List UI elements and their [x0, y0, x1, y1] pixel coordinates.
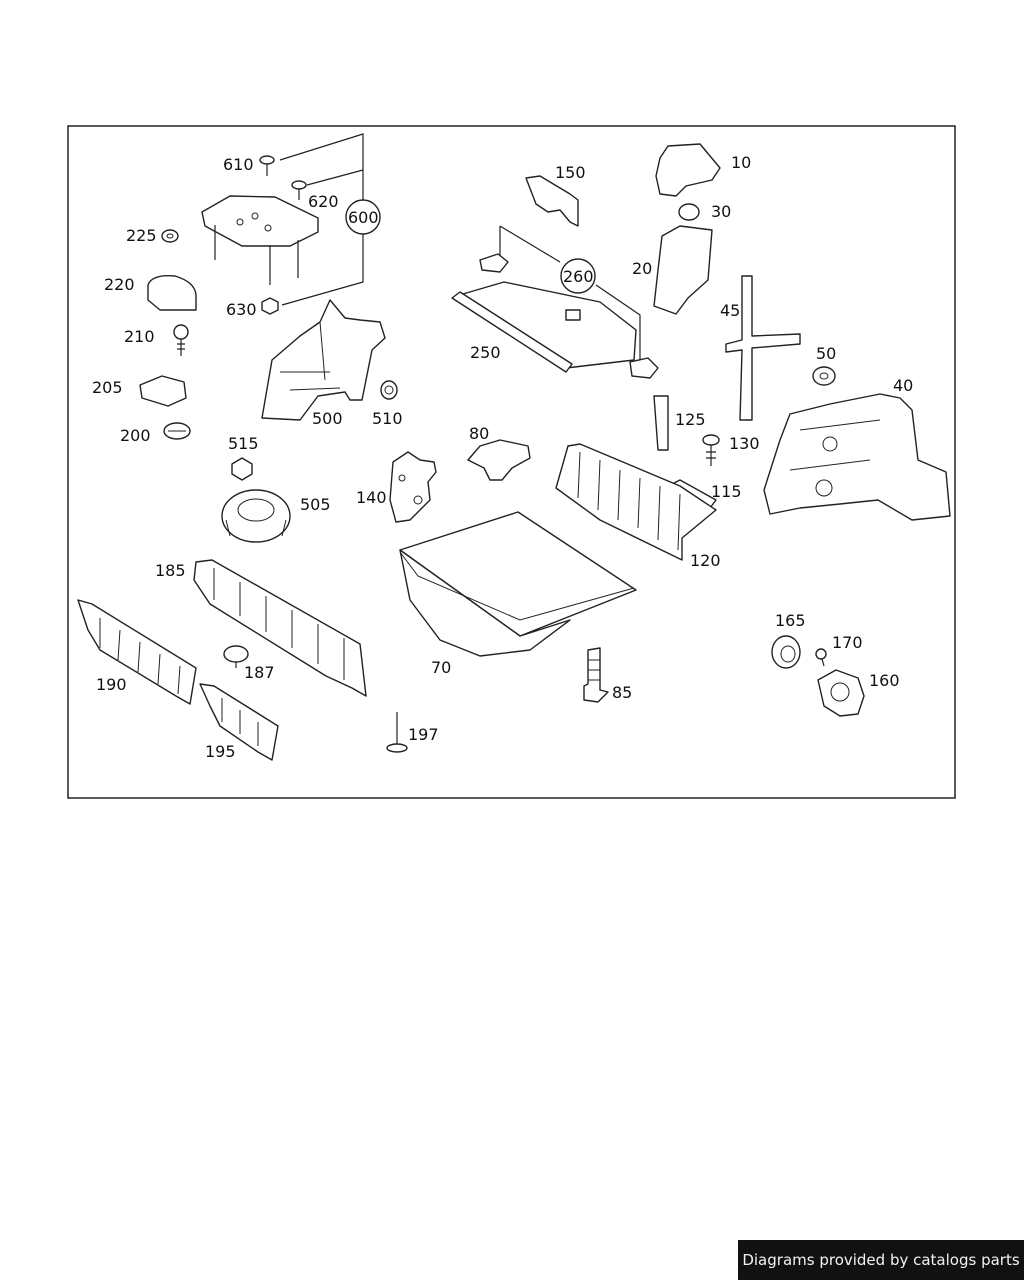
- part-195-trim: [199, 683, 279, 761]
- callout-225: 225: [126, 226, 157, 245]
- callout-20: 20: [632, 259, 652, 278]
- part-70-liner: [399, 511, 637, 657]
- part-220-cap: [147, 275, 197, 311]
- leader-620: [306, 169, 364, 186]
- part-120-panel: [555, 443, 717, 561]
- part-125-latch: [653, 395, 669, 451]
- part-600-plate: [201, 195, 319, 285]
- callout-40: 40: [893, 376, 913, 395]
- part-140-bracket: [389, 451, 437, 523]
- callout-600: 600: [348, 208, 379, 227]
- callout-220: 220: [104, 275, 135, 294]
- part-190-trim: [77, 599, 197, 705]
- part-260-clips: [479, 253, 659, 379]
- part-187-clip: [223, 645, 249, 668]
- callout-170: 170: [832, 633, 863, 652]
- part-205-clip: [139, 375, 187, 407]
- callout-10: 10: [731, 153, 751, 172]
- part-30-grommet: [678, 203, 700, 221]
- part-40-side-panel: [763, 393, 951, 521]
- callout-80: 80: [469, 424, 489, 443]
- callout-515: 515: [228, 434, 259, 453]
- part-165-cap: [771, 635, 801, 669]
- callout-630: 630: [226, 300, 257, 319]
- part-505-holder: [221, 489, 291, 543]
- part-130-clip: [702, 434, 720, 466]
- callout-130: 130: [729, 434, 760, 453]
- callout-200: 200: [120, 426, 151, 445]
- callout-70: 70: [431, 658, 451, 677]
- part-185-trim: [193, 559, 367, 697]
- callout-505: 505: [300, 495, 331, 514]
- callout-195: 195: [205, 742, 236, 761]
- part-160-lamp: [817, 669, 865, 717]
- callout-160: 160: [869, 671, 900, 690]
- part-20-panel: [653, 225, 713, 315]
- part-80-clip: [467, 439, 531, 481]
- part-10-latch: [655, 143, 721, 197]
- callout-125: 125: [675, 410, 706, 429]
- callout-205: 205: [92, 378, 123, 397]
- callout-250: 250: [470, 343, 501, 362]
- callout-150: 150: [555, 163, 586, 182]
- part-170-screw: [815, 648, 827, 667]
- part-500-bracket: [261, 299, 386, 421]
- callout-85: 85: [612, 683, 632, 702]
- part-197-bolt: [386, 712, 408, 753]
- callout-140: 140: [356, 488, 387, 507]
- callout-190: 190: [96, 675, 127, 694]
- callout-610: 610: [223, 155, 254, 174]
- part-630-nut: [261, 297, 279, 315]
- callout-165: 165: [775, 611, 806, 630]
- callout-30: 30: [711, 202, 731, 221]
- callout-50: 50: [816, 344, 836, 363]
- callout-620: 620: [308, 192, 339, 211]
- callout-120: 120: [690, 551, 721, 570]
- part-610-screw: [259, 155, 275, 176]
- part-515-nut: [231, 457, 253, 481]
- callout-500: 500: [312, 409, 343, 428]
- callout-197: 197: [408, 725, 439, 744]
- part-50-washer: [812, 366, 836, 386]
- callout-210: 210: [124, 327, 155, 346]
- part-250-cover: [451, 281, 637, 373]
- part-210-bolt: [173, 324, 189, 356]
- callout-labels: 610 620 600 225 220 630 210 205 200 500 …: [92, 153, 913, 761]
- callout-185: 185: [155, 561, 186, 580]
- diagram-frame: [67, 125, 956, 799]
- part-620-screw: [291, 180, 307, 200]
- callout-115: 115: [711, 482, 742, 501]
- part-510-grommet: [380, 380, 398, 400]
- footer-credit: Diagrams provided by catalogs parts: [738, 1240, 1024, 1280]
- part-85-bumper: [583, 647, 609, 703]
- callout-510: 510: [372, 409, 403, 428]
- part-225-washer: [161, 229, 179, 243]
- part-200-clip: [163, 422, 191, 440]
- callout-45: 45: [720, 301, 740, 320]
- callout-260-circle: [560, 258, 596, 294]
- part-150-bracket: [525, 175, 579, 227]
- callout-260: 260: [563, 267, 594, 286]
- callout-187: 187: [244, 663, 275, 682]
- part-45-strap: [725, 275, 801, 421]
- callout-600-circle: [345, 199, 381, 235]
